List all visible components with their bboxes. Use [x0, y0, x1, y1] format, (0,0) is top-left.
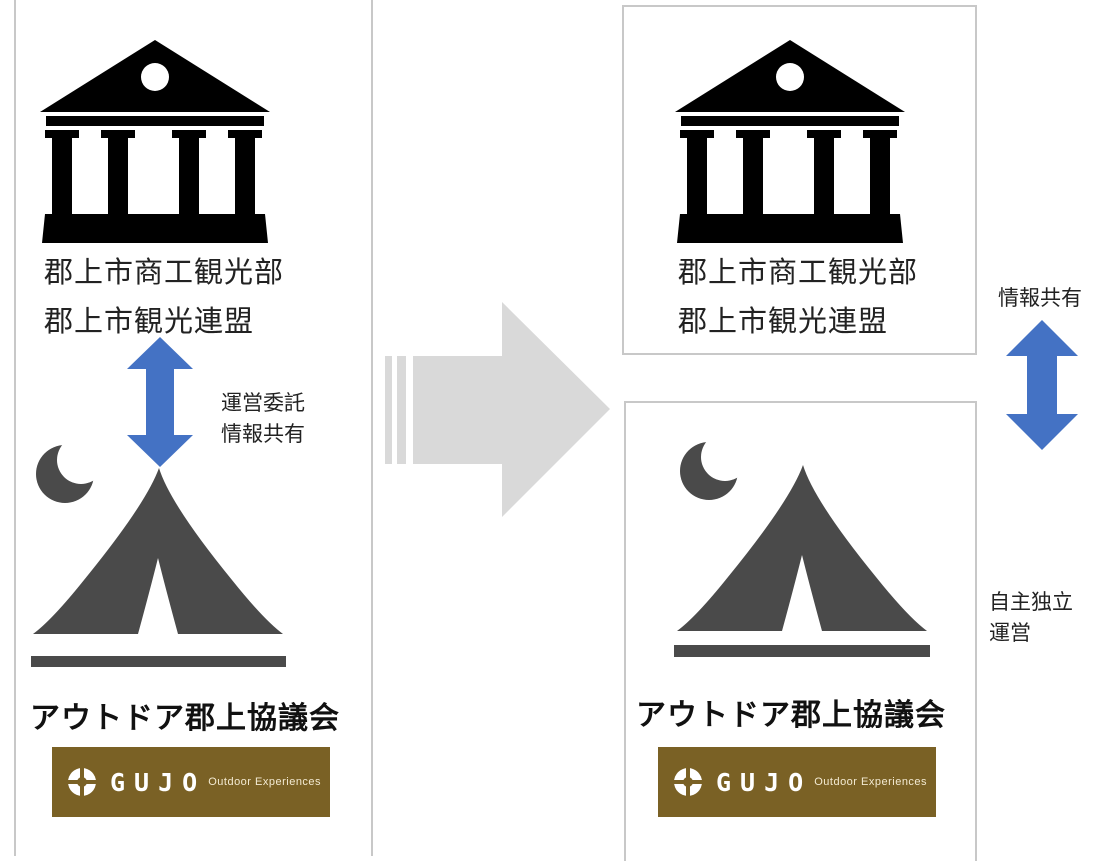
- double-arrow-icon: [127, 337, 193, 467]
- left-relation-label: 運営委託 情報共有: [221, 388, 305, 450]
- self-line: 自主独立: [989, 590, 1073, 614]
- org-line: 郡上市観光連盟: [44, 304, 255, 338]
- left-gujo-logo: GUJO Outdoor Experiences: [52, 747, 330, 817]
- org-line: 郡上市商工観光部: [44, 255, 285, 289]
- right-self-label: 自主独立 運営: [989, 587, 1073, 649]
- relation-line: 情報共有: [221, 422, 305, 446]
- double-arrow-icon: [1006, 320, 1078, 450]
- right-org-name: 郡上市商工観光部 郡上市観光連盟: [678, 248, 918, 346]
- government-building-icon: [675, 40, 905, 243]
- gujo-logo-mark-icon: [67, 767, 97, 797]
- right-council-name: アウトドア郡上協議会: [636, 698, 946, 733]
- right-share-label: 情報共有: [998, 286, 1082, 310]
- gujo-logo-mark-icon: [673, 767, 703, 797]
- transition-arrow-icon: [385, 302, 610, 517]
- left-council-name: アウトドア郡上協議会: [30, 701, 340, 736]
- logo-word: GUJO: [716, 767, 813, 797]
- tent-moon-icon: [31, 436, 286, 667]
- logo-subtitle: Outdoor Experiences: [814, 776, 928, 788]
- left-org-name: 郡上市商工観光部 郡上市観光連盟: [44, 248, 284, 346]
- logo-word: GUJO: [110, 767, 207, 797]
- tent-moon-icon: [674, 433, 930, 657]
- org-line: 郡上市商工観光部: [678, 255, 919, 289]
- self-line: 運営: [989, 621, 1031, 645]
- relation-line: 運営委託: [221, 391, 305, 415]
- right-gujo-logo: GUJO Outdoor Experiences: [658, 747, 936, 817]
- org-line: 郡上市観光連盟: [678, 304, 889, 338]
- logo-subtitle: Outdoor Experiences: [208, 776, 322, 788]
- government-building-icon: [40, 40, 270, 243]
